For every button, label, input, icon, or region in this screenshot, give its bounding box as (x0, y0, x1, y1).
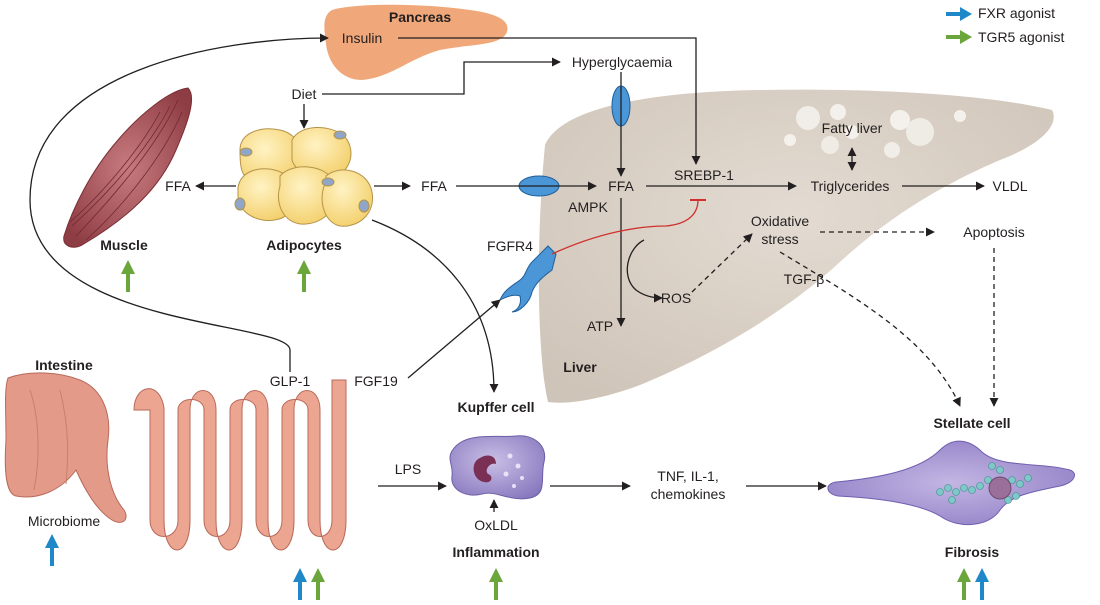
kupffer-cell-shape (449, 435, 546, 500)
legend-fxr-arrow (946, 7, 972, 21)
muscle-shape (63, 87, 193, 248)
ffa-liver-label: FFA (608, 178, 634, 194)
intestine-label: Intestine (35, 357, 93, 373)
kupffer-cell-label: Kupffer cell (457, 399, 534, 415)
fgfr4-label: FGFR4 (487, 238, 533, 254)
legend-tgr5-arrow (946, 30, 972, 44)
ffa-adipocyte-label: FFA (421, 178, 447, 194)
triglycerides-label: Triglycerides (811, 178, 890, 194)
fgfr4-receptor (499, 245, 557, 313)
inflammation-tgr5-arrow (489, 568, 503, 600)
pancreas-shape (324, 4, 508, 81)
intestine-shape (4, 372, 347, 551)
oxidative-label: Oxidative (751, 213, 810, 229)
legend-tgr5-label: TGR5 agonist (978, 29, 1064, 45)
fibrosis-tgr5-arrow (957, 568, 971, 600)
stress-label: stress (761, 231, 798, 247)
ros-label: ROS (661, 290, 691, 306)
muscle-tgr5-arrow (121, 260, 135, 292)
diet-label: Diet (292, 86, 317, 102)
muscle-label: Muscle (100, 237, 148, 253)
fatty-liver-droplets (784, 104, 966, 158)
apoptosis-label: Apoptosis (963, 224, 1024, 240)
adipocytes-label: Adipocytes (266, 237, 342, 253)
connections (29, 33, 999, 512)
intestine-tgr5-arrow (311, 568, 325, 600)
srebp1-label: SREBP-1 (674, 167, 734, 183)
legend-fxr-label: FXR agonist (978, 5, 1055, 21)
ampk-label: AMPK (568, 199, 608, 215)
tgfb-label: TGF-β (784, 271, 825, 287)
microbiome-label: Microbiome (28, 513, 101, 529)
vldl-label: VLDL (992, 178, 1027, 194)
adipocytes-cluster (234, 126, 374, 227)
stellate-cell-label: Stellate cell (933, 415, 1010, 431)
stellate-cell-shape (827, 440, 1075, 526)
intestine-fxr-arrow (293, 568, 307, 600)
agonist-arrows (45, 7, 989, 600)
oxldl-label: OxLDL (474, 517, 518, 533)
adipocytes-tgr5-arrow (297, 260, 311, 292)
chemokines-label: chemokines (651, 486, 726, 502)
lps-label: LPS (395, 461, 421, 477)
fibrosis-label: Fibrosis (945, 544, 1000, 560)
atp-label: ATP (587, 318, 613, 334)
pancreas-label: Pancreas (389, 9, 451, 25)
ffa-muscle-label: FFA (165, 178, 191, 194)
fibrosis-fxr-arrow (975, 568, 989, 600)
liver-label: Liver (563, 359, 597, 375)
fatty-liver-label: Fatty liver (822, 120, 883, 136)
glp1-label: GLP-1 (270, 373, 311, 389)
liver-shape (538, 89, 1054, 403)
fgf19-label: FGF19 (354, 373, 398, 389)
hyperglycaemia-label: Hyperglycaemia (572, 54, 673, 70)
insulin-label: Insulin (342, 30, 382, 46)
microbiome-fxr-arrow (45, 534, 59, 566)
tnf-label: TNF, IL-1, (657, 468, 718, 484)
inflammation-label: Inflammation (452, 544, 539, 560)
